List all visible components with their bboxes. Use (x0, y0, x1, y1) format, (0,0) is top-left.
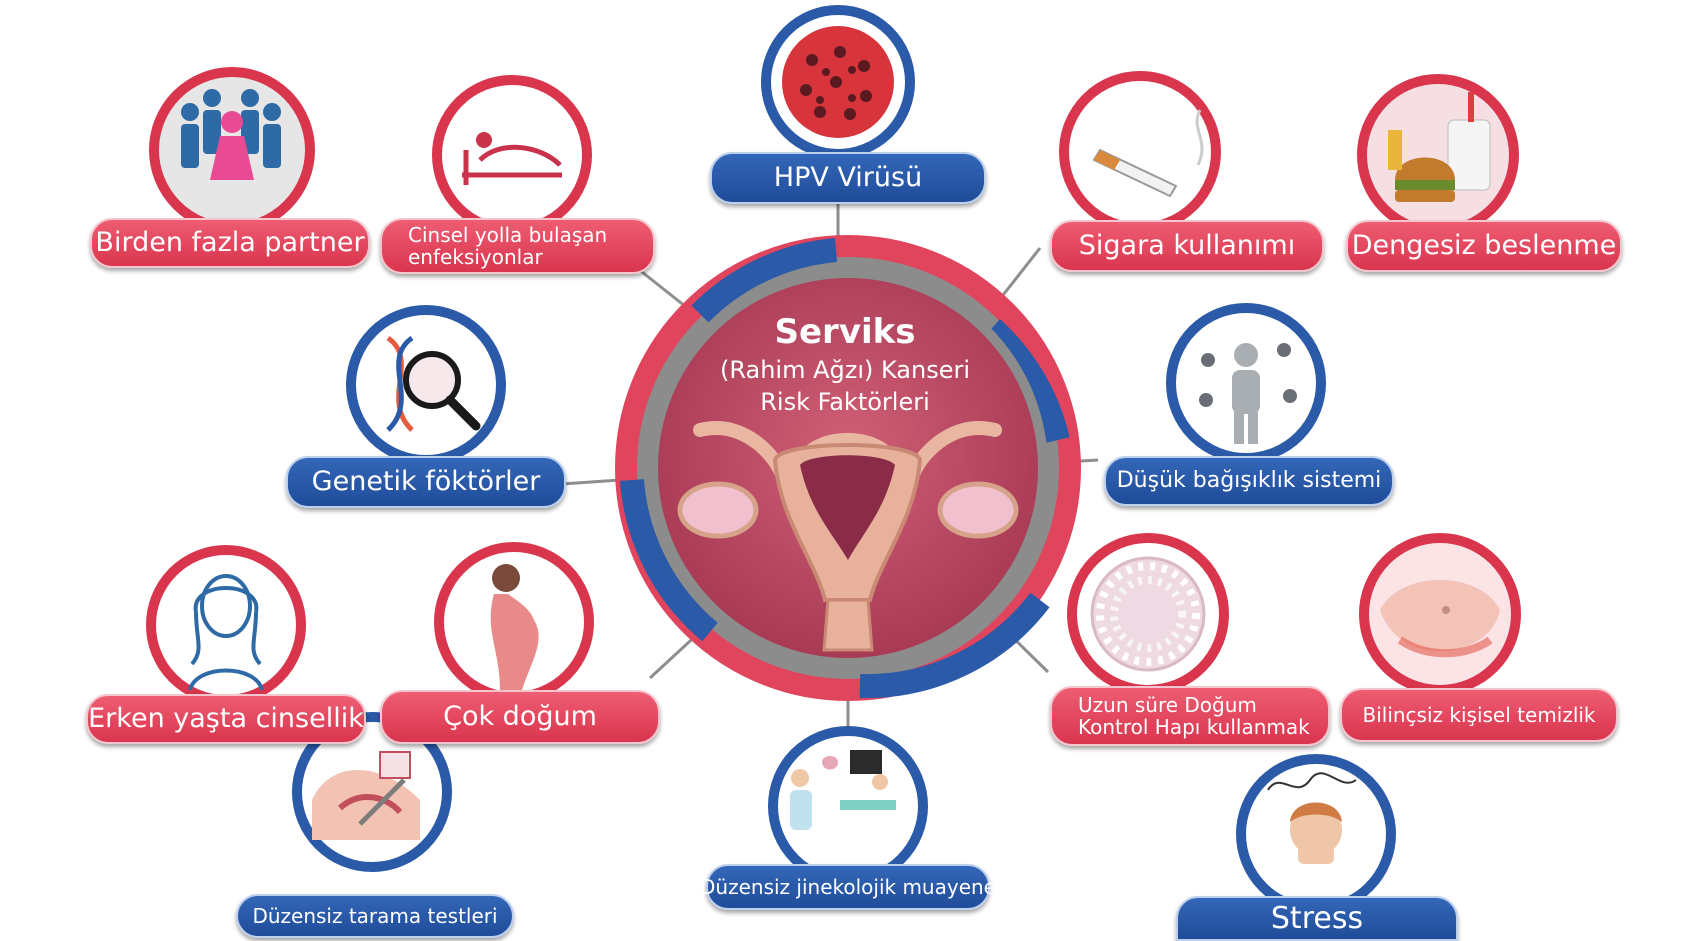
people-group-icon (181, 89, 281, 168)
cigarette-icon (1092, 109, 1204, 198)
label-sti: Cinsel yolla bulaşan enfeksiyonlar (380, 218, 655, 274)
label-stress: Stress (1176, 896, 1458, 941)
fast-food-icon (1388, 92, 1491, 202)
label-screening: Düzensiz tarama testleri (236, 894, 514, 938)
label-smoking: Sigara kullanımı (1050, 220, 1324, 272)
body-germs-icon (1199, 343, 1297, 444)
icon-hpv (761, 5, 915, 159)
label-multiple-partners: Birden fazla partner (90, 218, 370, 268)
icon-screening (292, 712, 452, 872)
label-early-sexuality: Erken yaşta cinsellik (86, 694, 366, 744)
icon-stress (1236, 754, 1396, 914)
pill-pack-icon (1090, 556, 1206, 672)
label-gyn-exam: Düzensiz jinekolojik muayene (700, 864, 996, 910)
pregnant-woman-icon (490, 564, 539, 690)
icon-sti (432, 75, 592, 235)
belly-icon (1380, 580, 1500, 658)
center-title-block: Serviks (Rahim Ağzı) Kanseri Risk Faktör… (680, 312, 1010, 416)
label-many-births: Çok doğum (380, 690, 660, 744)
center-title: Serviks (774, 312, 916, 352)
center-subtitle-2: Risk Faktörleri (760, 388, 930, 416)
icon-multiple-partners (149, 67, 315, 233)
pelvic-exam-icon (312, 751, 420, 840)
label-hygiene: Bilinçsiz kişisel temizlik (1340, 688, 1618, 742)
center-subtitle: (Rahim Ağzı) Kanseri (719, 356, 971, 384)
stressed-woman-icon (1267, 772, 1357, 864)
dna-magnifier-icon (386, 335, 481, 432)
icon-hygiene (1359, 533, 1521, 695)
icon-immunity (1166, 303, 1326, 463)
label-hpv: HPV Virüsü (710, 152, 986, 204)
icon-diet (1357, 74, 1519, 236)
virus-icon (782, 26, 894, 138)
uterus-icon (677, 421, 1019, 652)
icon-smoking (1059, 71, 1221, 233)
connector-lines (561, 182, 1099, 740)
label-diet: Dengesiz beslenme (1346, 220, 1622, 272)
bed-patient-icon (462, 132, 562, 185)
girl-portrait-icon (188, 574, 264, 691)
icon-gyn-exam (768, 726, 928, 886)
label-pill: Uzun süre Doğum Kontrol Hapı kullanmak (1050, 686, 1330, 746)
icon-genetic (346, 305, 506, 465)
label-immunity: Düşük bağışıklık sistemi (1104, 456, 1394, 506)
icon-many-births (434, 542, 594, 702)
central-ring (615, 235, 1081, 701)
icon-pill (1067, 533, 1229, 695)
ultrasound-exam-icon (790, 750, 896, 830)
icon-early-sexuality (146, 545, 306, 705)
label-genetic: Genetik föktörler (286, 456, 566, 508)
